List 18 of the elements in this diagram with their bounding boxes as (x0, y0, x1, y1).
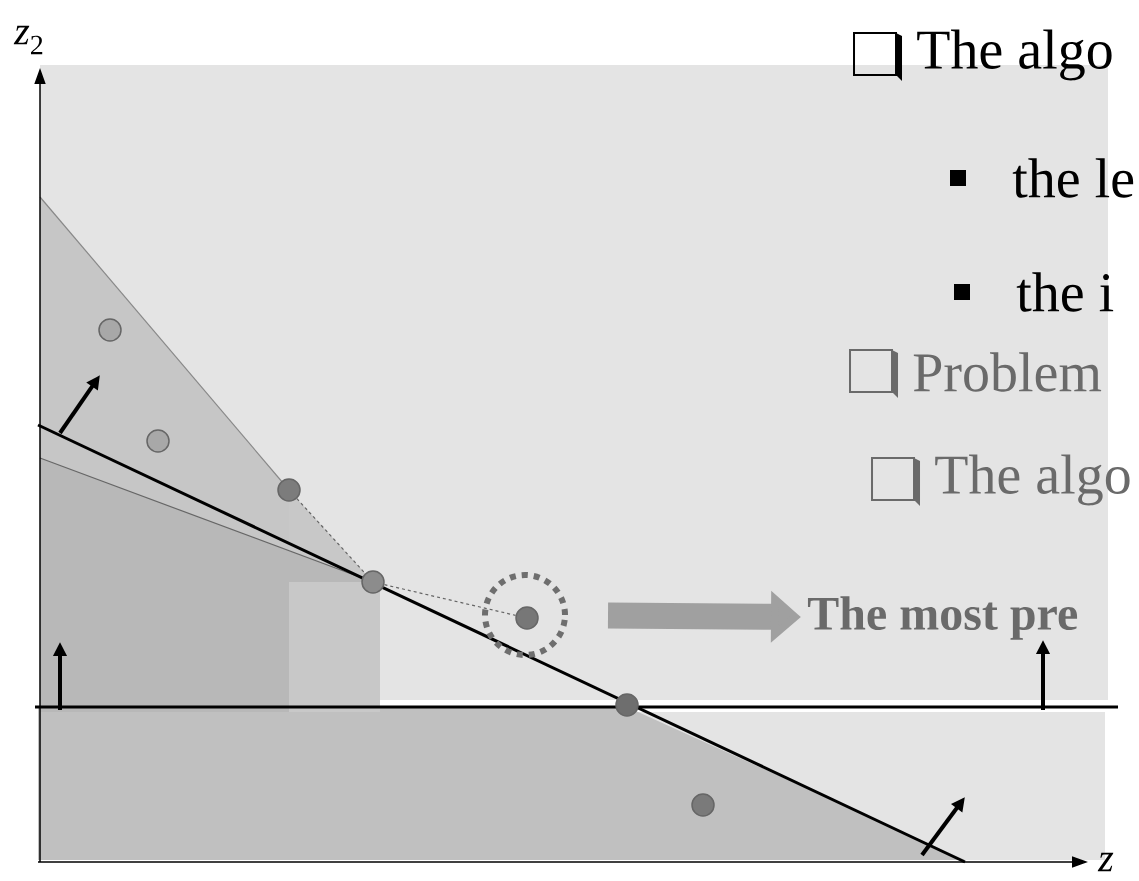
text: the le (1012, 158, 1134, 198)
data-point (98, 318, 122, 342)
text: Problem (913, 352, 1102, 392)
data-point (361, 570, 385, 594)
text: The algo (935, 454, 1130, 506)
dashed-circle (482, 572, 568, 658)
data-point (277, 478, 301, 502)
bold-text: The most pre (807, 596, 1078, 640)
text: z$_{2}$ (13, 25, 43, 55)
text: the i (1016, 272, 1114, 312)
text: z (1097, 852, 1114, 872)
dashed-line (383, 584, 517, 616)
dashed-line (296, 498, 366, 574)
data-point (615, 693, 639, 717)
data-point (691, 793, 715, 817)
data-point (146, 429, 170, 453)
data-point (515, 606, 539, 630)
text: The algo (917, 29, 1112, 81)
